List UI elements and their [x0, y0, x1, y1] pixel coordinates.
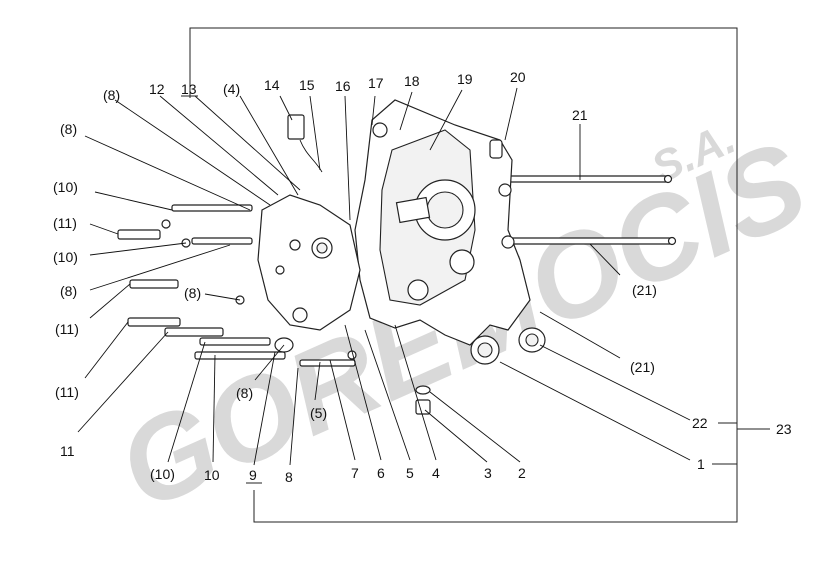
callout-10c: (10) [150, 466, 175, 482]
callout-11: 11 [60, 443, 75, 459]
callout-8c: (8) [60, 283, 77, 299]
stud-21-upper [499, 174, 673, 184]
callout-10a: (10) [53, 179, 78, 195]
leader-lines [77, 87, 691, 466]
callout-labels: (8) 12 13 (4) 14 15 16 17 18 19 20 (8) 2… [53, 69, 792, 485]
callout-21c: (21) [630, 359, 655, 375]
callout-22: 22 [692, 415, 708, 431]
callout-14: 14 [264, 77, 280, 93]
callout-13: 13 [181, 81, 197, 97]
drain-plug [415, 385, 431, 415]
callout-17: 17 [368, 75, 384, 91]
callout-4p: (4) [223, 81, 240, 97]
callout-8a: (8) [103, 87, 120, 103]
callout-9: 9 [249, 467, 257, 483]
callout-15: 15 [299, 77, 315, 93]
bolt-set-left [117, 204, 357, 367]
sensor-14 [287, 114, 323, 173]
callout-23: 23 [776, 421, 792, 437]
callout-8b: (8) [60, 121, 77, 137]
assembly-frame [189, 27, 770, 523]
callout-20: 20 [510, 69, 526, 85]
callout-11c: (11) [55, 384, 79, 400]
callout-11a: (11) [53, 215, 77, 231]
callout-8e: (8) [236, 385, 253, 401]
bearing-22 [518, 327, 546, 353]
callout-2: 2 [518, 465, 526, 481]
callout-5: 5 [406, 465, 414, 481]
callout-8d: (8) [184, 285, 201, 301]
callout-5p: (5) [310, 405, 327, 421]
crankcase-cover [257, 194, 361, 331]
stud-21-lower [499, 236, 677, 246]
callout-10b: (10) [53, 249, 78, 265]
callout-12: 12 [149, 81, 165, 97]
callout-7: 7 [351, 465, 359, 481]
callout-6: 6 [377, 465, 385, 481]
callout-21b: (21) [632, 282, 657, 298]
callout-10: 10 [204, 467, 220, 483]
callout-19: 19 [457, 71, 473, 87]
callout-4: 4 [432, 465, 440, 481]
callout-21a: 21 [572, 107, 588, 123]
callout-1: 1 [697, 456, 705, 472]
callout-3: 3 [484, 465, 492, 481]
callout-11b: (11) [55, 321, 79, 337]
callout-18: 18 [404, 73, 420, 89]
callout-8: 8 [285, 469, 293, 485]
callout-16: 16 [335, 78, 351, 94]
crankcase-left-half [354, 99, 531, 365]
